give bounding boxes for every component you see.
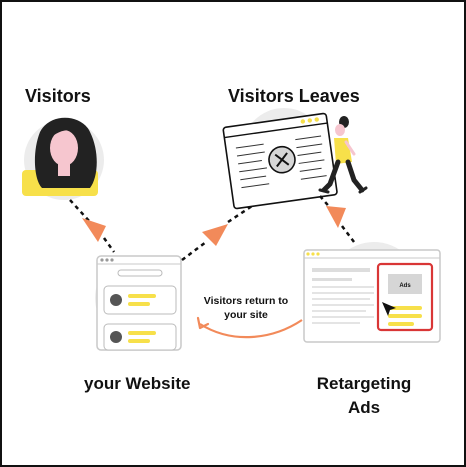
visitor-avatar-icon bbox=[22, 117, 104, 200]
visitors-leaves-label: Visitors Leaves bbox=[228, 86, 360, 106]
retargeting-page bbox=[303, 242, 441, 343]
arrow-website-to-leaves bbox=[181, 204, 253, 261]
arrow-leaves-to-ads bbox=[319, 195, 355, 243]
walking-person-icon bbox=[318, 116, 368, 194]
retargeting-ads-label: Retargeting Ads bbox=[316, 372, 412, 420]
return-line2: your site bbox=[224, 309, 268, 321]
arrow-return-to-site bbox=[196, 316, 303, 339]
close-x-icon bbox=[268, 145, 296, 174]
leaving-browser-window bbox=[222, 108, 338, 210]
your-website-label: your Website bbox=[84, 374, 191, 393]
ad-box-label: Ads bbox=[399, 283, 411, 289]
arrow-visitor-to-website bbox=[69, 199, 116, 253]
retargeting-ads-line1: Retargeting bbox=[316, 374, 412, 393]
cursor-arrow-icon bbox=[382, 302, 396, 316]
retargeting-ads-line2: Ads bbox=[347, 398, 381, 417]
return-label: Visitors return to your site bbox=[198, 294, 294, 322]
website-window bbox=[95, 255, 182, 351]
return-line1: Visitors return to bbox=[203, 295, 289, 307]
visitors-label: Visitors bbox=[25, 86, 91, 106]
